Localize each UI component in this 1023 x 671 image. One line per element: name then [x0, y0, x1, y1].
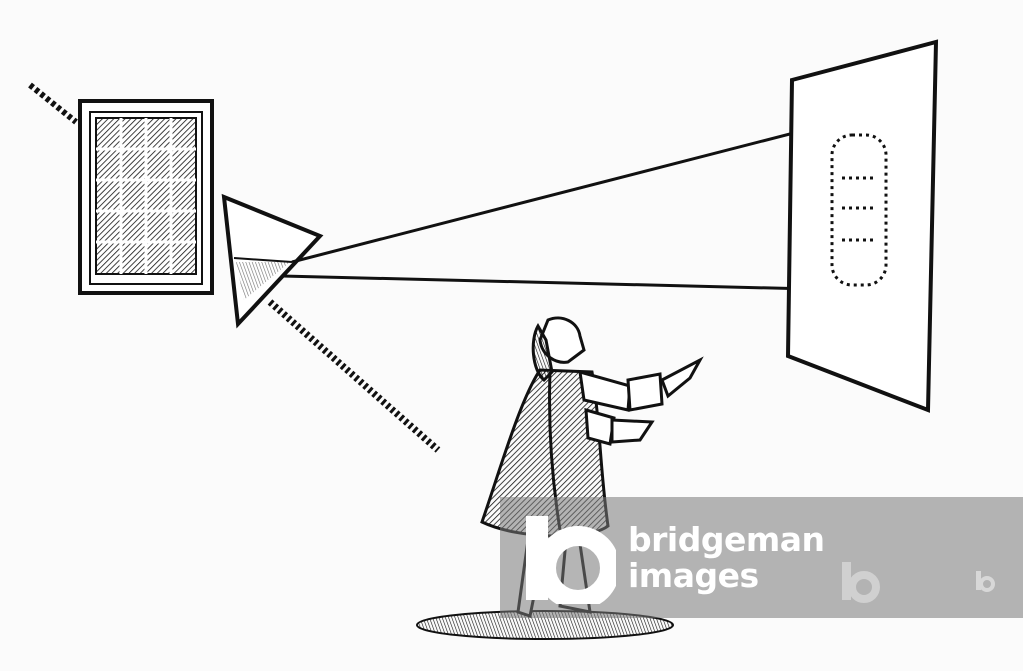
projection-screen — [785, 39, 939, 413]
bridgeman-logo-icon — [526, 516, 616, 604]
watermark-line1: bridgeman — [628, 520, 825, 559]
watermark-line2: images — [628, 556, 759, 595]
prism — [221, 193, 324, 329]
watermark-text: bridgeman images — [628, 520, 825, 595]
window-frame — [78, 99, 214, 295]
incoming-light-ray — [28, 82, 78, 125]
watermark-b-small-icon — [976, 571, 995, 592]
watermark-b-icon — [842, 562, 880, 603]
reflected-light-ray — [267, 299, 441, 453]
light-beams — [281, 116, 853, 292]
